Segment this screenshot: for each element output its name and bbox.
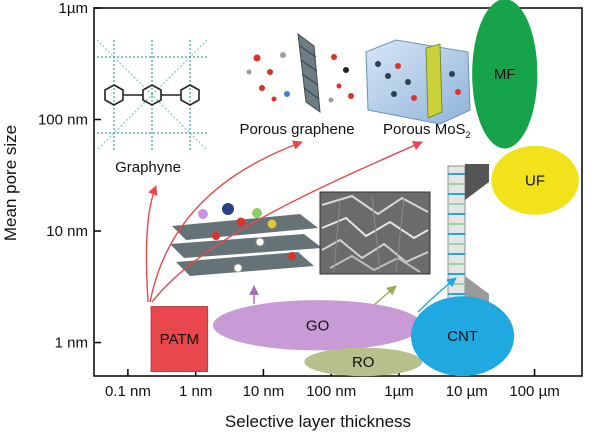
region-label-ro: RO <box>352 354 375 371</box>
porous-graphene-illustration <box>246 32 354 114</box>
region-go <box>212 300 423 351</box>
y-tick-label: 100 nm <box>38 112 88 129</box>
region-label-go: GO <box>306 317 329 334</box>
region-patm <box>150 306 209 372</box>
x-tick-label: 100 µm <box>509 383 559 400</box>
x-tick-label: 10 nm <box>243 383 285 400</box>
region-label-mf: MF <box>494 66 516 83</box>
region-label-patm: PATM <box>160 331 199 348</box>
x-tick-label: 0.1 nm <box>105 383 151 400</box>
sem-micrograph-illustration <box>319 191 431 275</box>
y-tick-label: 1 nm <box>55 335 88 352</box>
membrane-regions: PATM GO RO CNT MF UF <box>150 0 579 377</box>
x-axis-title: Selective layer thickness <box>225 412 411 431</box>
region-cnt <box>410 296 515 377</box>
y-axis-title: Mean pore size <box>1 125 20 241</box>
region-label-cnt: CNT <box>447 328 478 345</box>
porous-mos2-label: Porous MoS2 <box>383 121 471 140</box>
graphene-oxide-stack-illustration <box>170 203 322 276</box>
cnt-membrane-illustration <box>447 164 489 312</box>
x-tick-label: 100 nm <box>306 383 356 400</box>
x-tick-label: 1µm <box>384 383 413 400</box>
x-tick-label: 10 µm <box>446 383 488 400</box>
y-tick-label: 10 nm <box>46 223 88 240</box>
region-mf <box>472 0 538 149</box>
region-ro <box>304 347 423 377</box>
porous-mos2-illustration <box>365 39 471 125</box>
porous-graphene-label: Porous graphene <box>239 121 354 138</box>
y-axis-ticks: 1 nm 10 nm 100 nm 1µm <box>38 0 101 352</box>
region-uf <box>491 145 579 215</box>
graphyne-structure-illustration <box>96 39 208 151</box>
x-tick-label: 1 nm <box>179 383 212 400</box>
y-tick-label: 1µm <box>59 0 88 17</box>
graphyne-label: Graphyne <box>115 159 181 176</box>
plot-frame <box>93 7 583 377</box>
region-label-uf: UF <box>525 172 545 189</box>
